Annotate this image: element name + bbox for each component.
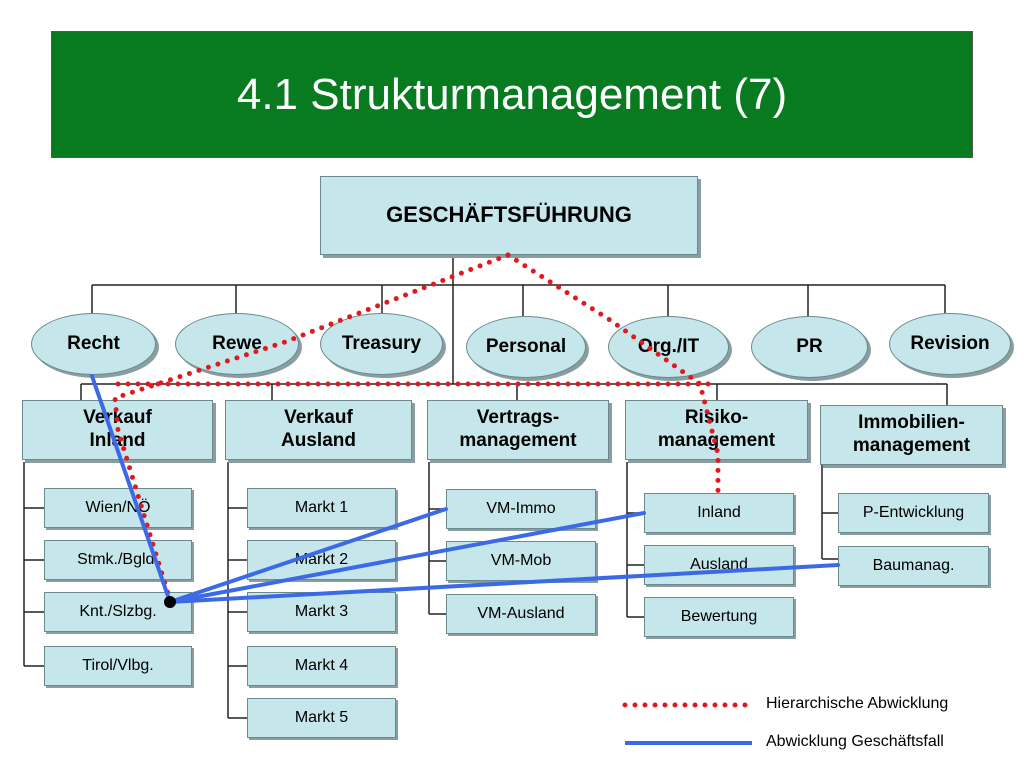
sub-unit-vm-immo: VM-Immo — [446, 489, 596, 529]
staff-unit-pr: PR — [751, 316, 868, 378]
sub-unit-label: P-Entwicklung — [862, 504, 965, 521]
department-label-line1: Vertrags- — [476, 407, 560, 429]
sub-unit-vm-mob: VM-Mob — [446, 541, 596, 581]
department-label-line2: management — [459, 430, 577, 451]
sub-unit-tirol-vlbg: Tirol/Vlbg. — [44, 646, 192, 686]
sub-unit-label: Markt 1 — [294, 499, 349, 516]
sub-unit-label: Markt 5 — [294, 709, 349, 726]
staff-unit-treasury: Treasury — [320, 313, 443, 375]
department-label-line2: Ausland — [281, 430, 356, 451]
sub-unit-label: Ausland — [690, 556, 748, 573]
sub-unit-label: VM-Ausland — [477, 605, 565, 622]
sub-unit-label: Baumanag. — [872, 557, 955, 574]
department-vertragsmanagement: Vertrags- management — [427, 400, 609, 460]
sub-unit-markt-4: Markt 4 — [247, 646, 396, 686]
department-label-line1: Immobilien- — [858, 412, 965, 434]
sub-unit-label: Tirol/Vlbg. — [82, 657, 154, 674]
department-label-line2: Inland — [89, 430, 146, 451]
sub-unit-baumanag: Baumanag. — [838, 546, 989, 586]
sub-unit-label: Markt 4 — [294, 657, 349, 674]
sub-unit-label: Inland — [697, 504, 741, 521]
sub-unit-label: Bewertung — [680, 608, 758, 625]
legend-hierarchical-label: Hierarchische Abwicklung — [766, 695, 949, 712]
staff-unit-revision: Revision — [889, 313, 1011, 375]
sub-unit-label: Knt./Slzbg. — [79, 603, 157, 620]
staff-unit-label: Revision — [910, 333, 990, 354]
department-label-line1: Risiko- — [684, 407, 749, 429]
staff-unit-label: Treasury — [341, 333, 422, 354]
sub-unit-markt-3: Markt 3 — [247, 592, 396, 632]
staff-unit-rewe: Rewe — [175, 313, 299, 375]
sub-unit-stmk-bgld: Stmk./Bgld. — [44, 540, 192, 580]
staff-unit-personal: Personal — [466, 316, 586, 378]
sub-unit-markt-1: Markt 1 — [247, 488, 396, 528]
department-verkauf-ausland: Verkauf Ausland — [225, 400, 412, 460]
slide-title-bar: 4.1 Strukturmanagement (7) — [51, 31, 973, 158]
staff-unit-org-it: Org./IT — [608, 316, 729, 378]
sub-unit-markt-5: Markt 5 — [247, 698, 396, 738]
staff-unit-label: Org./IT — [637, 336, 700, 357]
sub-unit-risk-bewertung: Bewertung — [644, 597, 794, 637]
sub-unit-p-entwicklung: P-Entwicklung — [838, 493, 989, 533]
flow-junction-dot — [164, 596, 176, 608]
sub-unit-label: Markt 3 — [294, 603, 349, 620]
department-immobilienmanagement: Immobilien- management — [820, 405, 1003, 465]
sub-unit-vm-ausland: VM-Ausland — [446, 594, 596, 634]
staff-unit-label: Rewe — [212, 333, 262, 354]
sub-unit-wien-noe: Wien/NÖ — [44, 488, 192, 528]
hierarchical-flow-path — [112, 252, 721, 603]
legend-business-case-label: Abwicklung Geschäftsfall — [766, 733, 944, 750]
management-box: GESCHÄFTSFÜHRUNG — [320, 176, 698, 255]
staff-unit-label: Recht — [67, 333, 120, 354]
sub-unit-risk-inland: Inland — [644, 493, 794, 533]
business-case-flow-path — [90, 374, 840, 604]
department-label-line2: management — [852, 435, 971, 456]
sub-unit-label: VM-Mob — [490, 552, 552, 569]
sub-unit-label: Stmk./Bgld. — [77, 551, 159, 568]
staff-unit-label: Personal — [485, 336, 567, 357]
staff-unit-recht: Recht — [31, 313, 156, 375]
sub-unit-risk-ausland: Ausland — [644, 545, 794, 585]
staff-unit-label: PR — [796, 336, 823, 357]
slide-title: 4.1 Strukturmanagement (7) — [236, 69, 788, 119]
sub-unit-label: VM-Immo — [486, 500, 556, 517]
department-label-line1: Verkauf — [284, 407, 353, 429]
management-label: GESCHÄFTSFÜHRUNG — [386, 202, 632, 228]
